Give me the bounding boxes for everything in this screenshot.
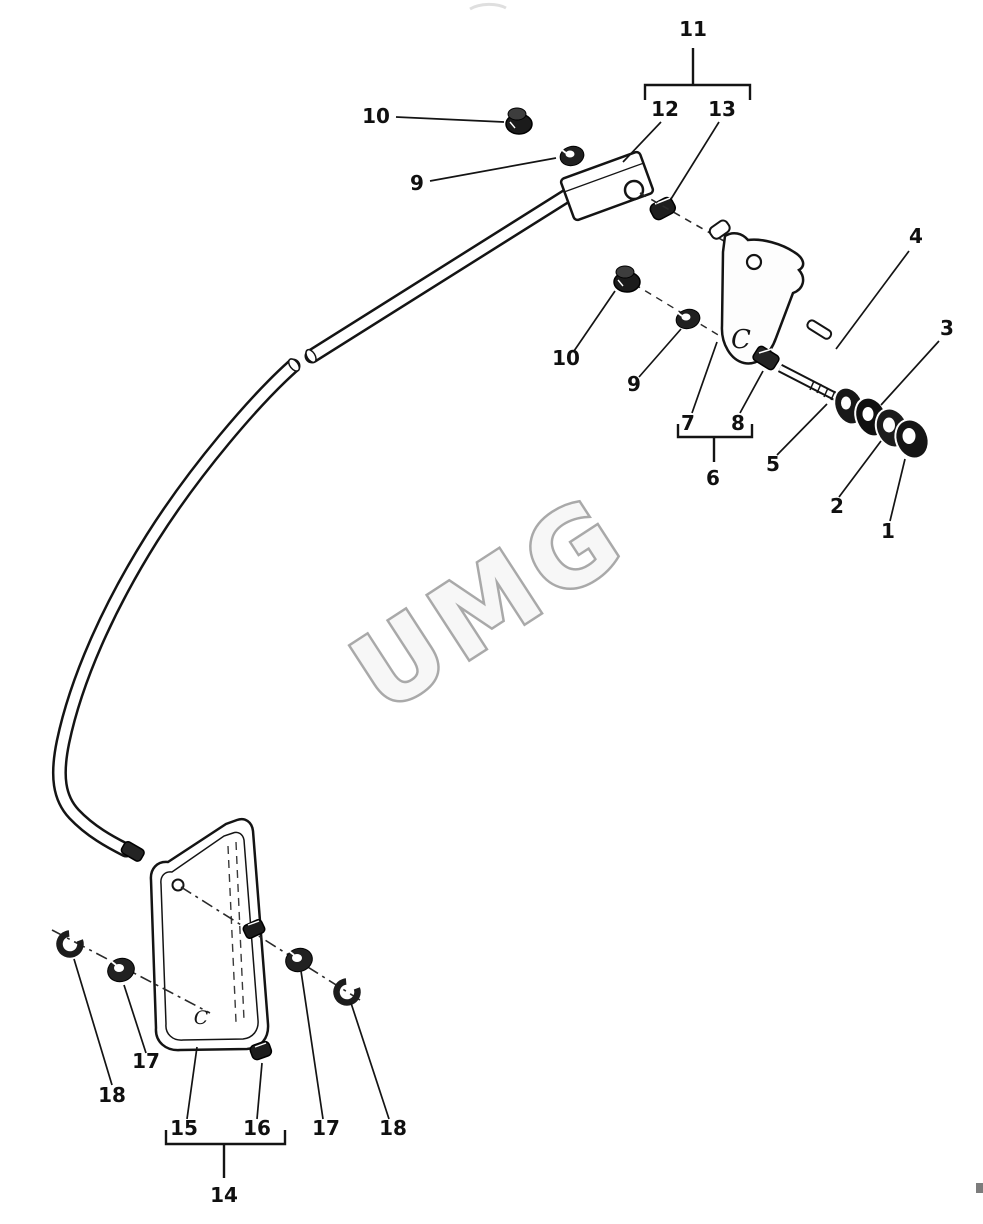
plate-hidden-edge-1 <box>235 841 245 1021</box>
lower-bent-rod <box>51 358 301 862</box>
callout-labels: 11 10 9 12 13 4 3 10 9 7 8 6 5 2 1 18 17… <box>98 17 954 1207</box>
washer-stack <box>833 386 930 460</box>
callout-5: 5 <box>766 452 780 476</box>
group-brackets <box>164 48 754 1178</box>
callout-8: 8 <box>731 411 745 435</box>
callout-12: 12 <box>651 97 679 121</box>
leader-9b <box>638 328 682 378</box>
callout-3: 3 <box>940 316 954 340</box>
leader-2 <box>838 440 882 498</box>
watermark: UMG <box>329 469 650 738</box>
bushing-16-highlight <box>254 1042 267 1048</box>
lock-washer-17a <box>107 957 135 983</box>
callout-18b: 18 <box>379 1116 407 1140</box>
scan-artifact <box>469 2 507 11</box>
upper-control-rod <box>304 182 584 364</box>
axis-right-fasteners <box>180 886 361 1001</box>
callout-13: 13 <box>708 97 736 121</box>
swivel-hole <box>623 179 645 201</box>
bracket-plate: C <box>149 817 270 1052</box>
swivel-block <box>559 150 655 222</box>
bell-crank: C <box>708 219 805 365</box>
leader-9a <box>429 157 557 182</box>
leader-7 <box>691 341 718 414</box>
bracket-11 <box>643 83 752 100</box>
crank-hole <box>745 253 763 271</box>
callout-2: 2 <box>830 494 844 518</box>
lock-washer-9b <box>675 308 701 330</box>
callout-10b: 10 <box>552 346 580 370</box>
callout-9b: 9 <box>627 372 641 396</box>
plate-hidden-edge-2 <box>227 845 237 1023</box>
leader-4 <box>835 250 910 350</box>
callout-10a: 10 <box>362 104 390 128</box>
leader-8 <box>739 370 764 414</box>
leader-10a <box>395 116 505 123</box>
crank-letter: C <box>731 325 751 355</box>
crank-pin <box>708 219 731 240</box>
lock-washer-9a <box>559 145 585 167</box>
leader-12 <box>622 121 662 163</box>
callout-1: 1 <box>881 519 895 543</box>
callout-4: 4 <box>909 224 923 248</box>
callout-15: 15 <box>170 1116 198 1140</box>
leader-18b <box>350 1002 390 1120</box>
callout-7: 7 <box>681 411 695 435</box>
bracket-14 <box>164 1130 287 1146</box>
crank-plate <box>720 231 805 365</box>
leader-17a <box>123 984 147 1054</box>
nut-10b <box>613 265 641 293</box>
leader-13 <box>670 121 720 200</box>
plate-inner-edge <box>160 831 259 1041</box>
plate-outline <box>149 817 270 1052</box>
watermark-text: UMG <box>331 471 647 735</box>
leader-lines <box>73 116 940 1120</box>
callout-16: 16 <box>243 1116 271 1140</box>
washer-1 <box>894 418 930 460</box>
callout-17b: 17 <box>312 1116 340 1140</box>
bushing-13-highlight <box>654 197 671 205</box>
pin-4 <box>806 319 833 340</box>
leader-18a <box>73 958 113 1086</box>
spacer-highlight <box>247 920 260 926</box>
leader-16 <box>256 1062 263 1120</box>
spring-clip-18a <box>56 930 84 958</box>
callout-9a: 9 <box>410 171 424 195</box>
leader-10b <box>573 290 616 352</box>
callout-17a: 17 <box>132 1049 160 1073</box>
plate-letter: C <box>194 1007 209 1029</box>
rod-break-end <box>305 348 317 364</box>
spring-clip-18b <box>333 978 361 1006</box>
callout-18a: 18 <box>98 1083 126 1107</box>
scan-speck <box>976 1183 983 1193</box>
rod-break-start <box>287 358 301 372</box>
callout-6: 6 <box>706 466 720 490</box>
leader-1 <box>889 458 906 522</box>
leader-3 <box>880 340 940 406</box>
callout-14: 14 <box>210 1183 238 1207</box>
stud-8 <box>752 345 849 407</box>
bushing-16 <box>249 1040 273 1061</box>
leader-15 <box>186 1046 198 1120</box>
nut-10a <box>505 107 533 135</box>
leader-17b <box>300 970 324 1120</box>
leader-5 <box>776 403 828 456</box>
rod-tip-ferrule <box>120 841 145 862</box>
callout-11: 11 <box>679 17 707 41</box>
lock-washer-17b <box>285 947 313 973</box>
plate-hole <box>171 878 185 892</box>
